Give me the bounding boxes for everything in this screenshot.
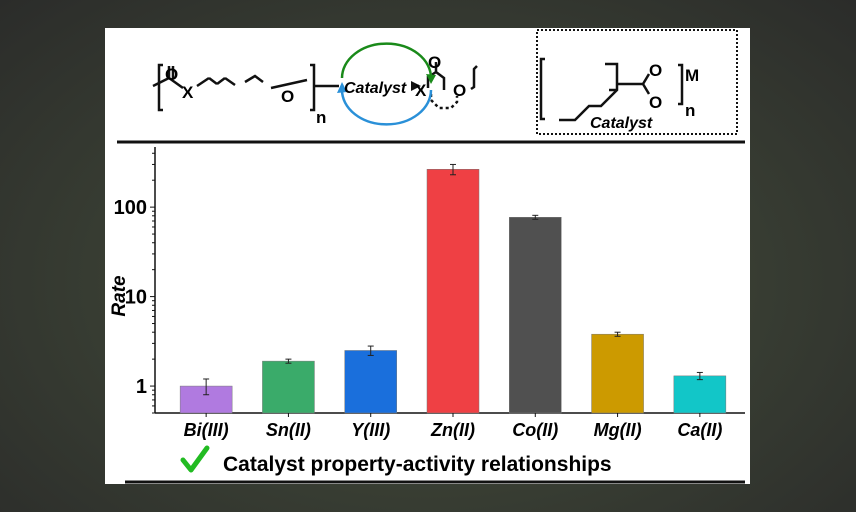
bar-yiii <box>344 350 397 414</box>
cycle-catalyst-label: Catalyst <box>344 80 407 97</box>
bar-mgii <box>591 333 644 414</box>
atom-m: M <box>685 66 699 85</box>
blue-arrowhead-icon <box>337 82 347 93</box>
catalyst-struct <box>470 65 478 91</box>
atom-x: X <box>415 81 427 100</box>
y-axis-label: Rate <box>109 275 130 317</box>
polymer-brackets <box>157 63 316 112</box>
bar-znii <box>426 169 480 414</box>
atom-o: O <box>453 81 466 100</box>
x-tick-label: Bi(III) <box>184 420 229 440</box>
x-tick-label: Y(III) <box>351 420 390 440</box>
bar-caii <box>673 375 727 414</box>
atom-o: O <box>428 53 441 72</box>
box-catalyst-label: Catalyst <box>590 115 653 132</box>
x-tick-label: Zn(II) <box>430 420 475 440</box>
atom-x: X <box>182 83 194 102</box>
bar-coii <box>509 217 562 414</box>
polymer-bonds <box>152 66 339 90</box>
figure-panel: O X O n Catalyst X O O O O M n Catalyst … <box>105 28 750 484</box>
ring-dashed <box>429 94 459 110</box>
x-tick-label: Sn(II) <box>266 420 311 440</box>
cycle-arrow-green <box>340 42 433 79</box>
atom-o: O <box>281 87 294 106</box>
catalyst-brackets <box>539 57 684 121</box>
reaction-scheme <box>152 57 684 122</box>
x-tick-label: Mg(II) <box>594 420 642 440</box>
atom-o: O <box>649 93 662 112</box>
x-tick-label: Co(II) <box>512 420 558 440</box>
cycle-arrow-blue <box>340 89 433 126</box>
green-arrowhead-icon <box>426 74 436 84</box>
y-tick-label: 100 <box>114 197 147 219</box>
figure: O X O n Catalyst X O O O O M n Catalyst … <box>109 29 745 484</box>
footer-caption: Catalyst property-activity relationships <box>223 453 612 476</box>
x-tick-label: Ca(II) <box>677 420 722 440</box>
subscript-n: n <box>685 101 695 120</box>
green-checkmark-icon <box>180 445 210 473</box>
y-tick-label: 1 <box>136 376 147 398</box>
atom-o: O <box>165 65 178 84</box>
ethylhexanoate-bonds <box>559 62 651 122</box>
bar-snii <box>262 360 315 414</box>
subscript-n: n <box>316 108 326 127</box>
atom-o: O <box>649 61 662 80</box>
y-tick-label: 10 <box>125 287 147 309</box>
catalyst-box <box>536 29 738 135</box>
